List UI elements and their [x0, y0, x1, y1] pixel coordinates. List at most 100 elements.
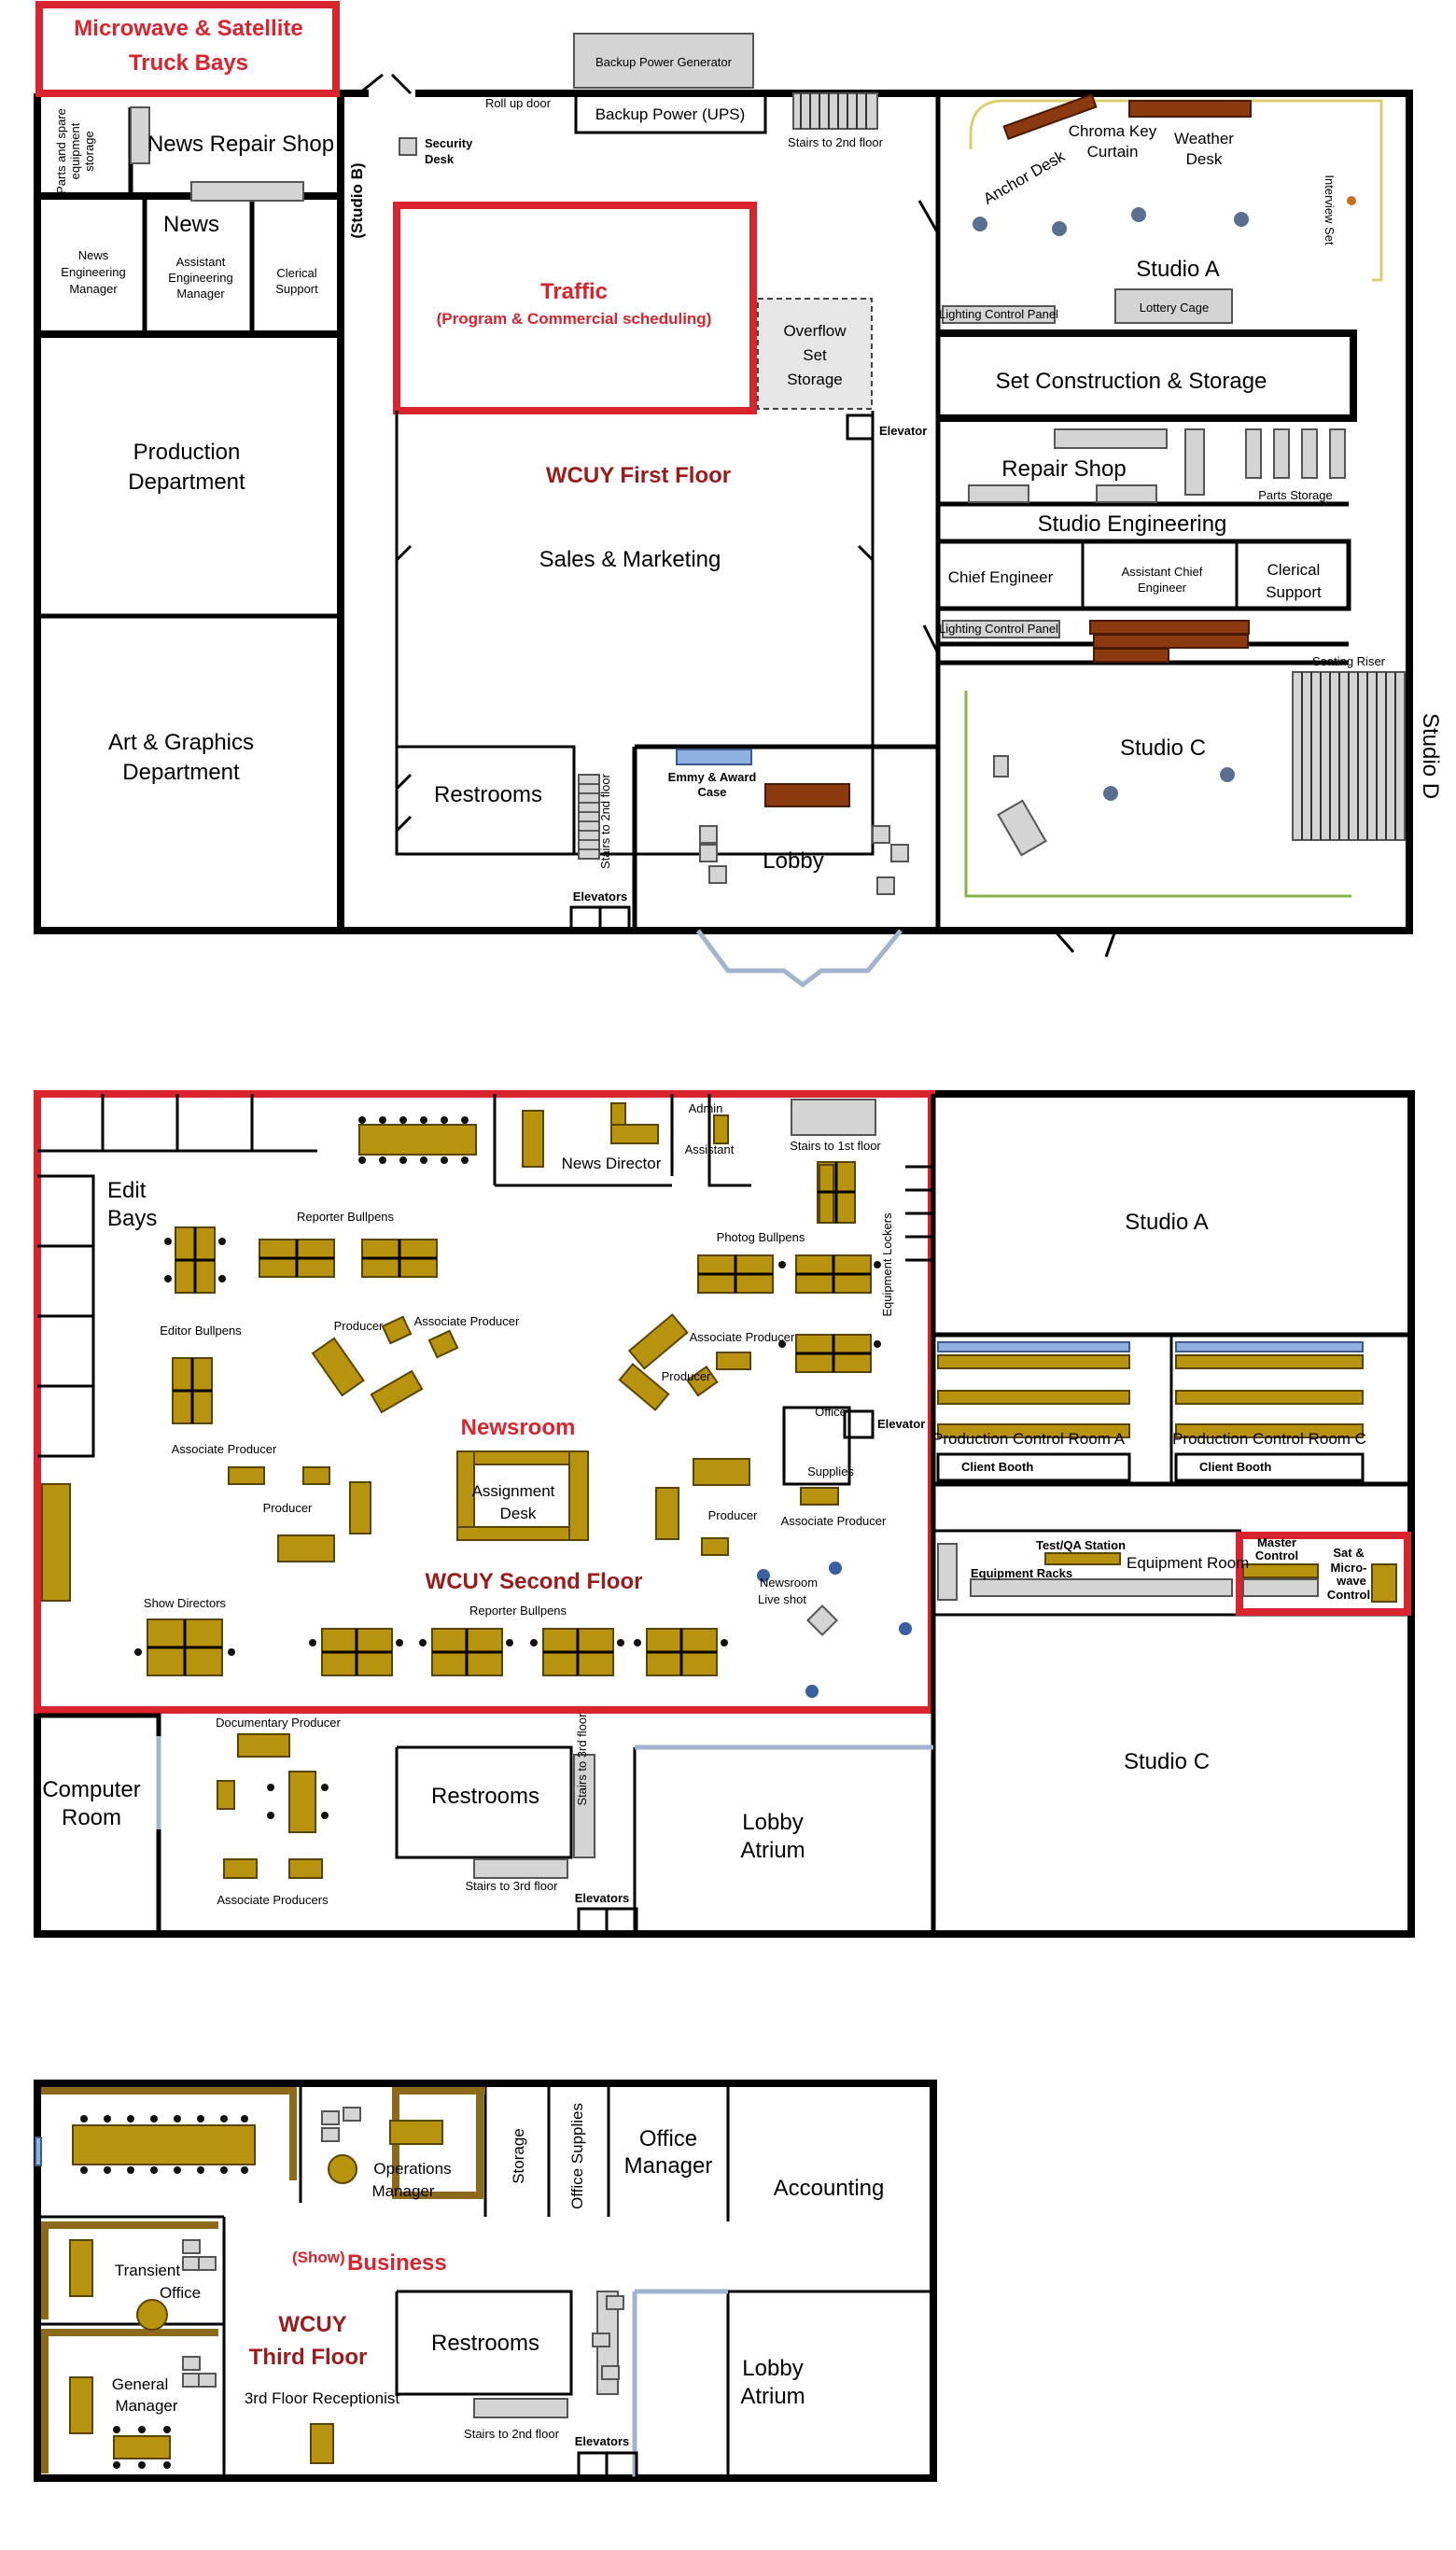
truck-bays-label-1: Microwave & Satellite: [74, 16, 302, 41]
studio-c-label-1f: Studio C: [1120, 736, 1206, 761]
assoc-producer-label-2: Associate Producer: [690, 1330, 795, 1344]
art-graphics-label-2: Department: [122, 760, 240, 785]
office-supplies-label-2: Supplies: [807, 1464, 854, 1478]
restrooms-label-2f: Restrooms: [431, 1784, 539, 1809]
equipment-room-label: Equipment Room: [1127, 1554, 1249, 1572]
sat-micro-label-1: Sat &: [1333, 1546, 1364, 1560]
associate-producers-label: Associate Producers: [217, 1893, 329, 1907]
first-floor-title: WCUY First Floor: [546, 463, 731, 488]
edit-bays-label-1: Edit: [107, 1178, 147, 1203]
producer-label-4: Producer: [708, 1508, 758, 1522]
receptionist-label: 3rd Floor Receptionist: [245, 2389, 400, 2407]
production-dept-label-2: Department: [128, 469, 245, 495]
master-control-label-1: Master: [1257, 1535, 1296, 1549]
studio-b-label: (Studio B): [348, 162, 366, 238]
lighting-panel-label-c: Lighting Control Panel: [939, 622, 1058, 636]
storage-label: Storage: [510, 2128, 527, 2184]
art-graphics-label-1: Art & Graphics: [108, 730, 254, 755]
assoc-producer-label-1: Associate Producer: [414, 1314, 520, 1328]
weather-desk-label-1: Weather: [1174, 130, 1234, 147]
elevators-label-1f: Elevators: [573, 890, 628, 904]
asst-chief-engineer-label-2: Engineer: [1138, 581, 1187, 595]
clerical-support2-label-1: Clerical: [1267, 561, 1321, 579]
master-control-box: [1236, 1532, 1411, 1616]
backup-generator: [573, 33, 754, 89]
elevators-label-3f: Elevators: [575, 2434, 630, 2448]
operations-manager-label-2: Manager: [371, 2182, 434, 2200]
clerical-support2-label-2: Support: [1266, 583, 1322, 601]
documentary-producer-label: Documentary Producer: [216, 1716, 341, 1730]
second-floor-title: WCUY Second Floor: [426, 1569, 643, 1594]
producer-label-1: Producer: [334, 1319, 384, 1333]
news-eng-manager-label-3: Manager: [69, 282, 118, 296]
lobby-atrium-label-2f-1: Lobby: [742, 1810, 803, 1835]
equipment-lockers-label: Equipment Lockers: [880, 1212, 894, 1317]
studio-a-label-2f: Studio A: [1125, 1210, 1208, 1235]
live-shot-label-2: Live shot: [758, 1592, 806, 1606]
third-floor-title-2: Third Floor: [249, 2345, 368, 2370]
equipment-racks-label: Equipment Racks: [971, 1566, 1072, 1580]
studio-d-label: Studio D: [1418, 713, 1443, 799]
stairs-to-3rd-label: Stairs to 3rd floor: [466, 1879, 559, 1893]
parts-storage2-label: Parts Storage: [1258, 488, 1333, 502]
newsroom-box: [34, 1090, 935, 1714]
asst-eng-manager-label-2: Engineering: [168, 271, 232, 285]
anchor-desk-label: Anchor Desk: [980, 147, 1068, 207]
seating-riser-label: Seating Riser: [1312, 654, 1386, 668]
accounting-label: Accounting: [774, 2176, 885, 2201]
asst-eng-manager-label-3: Manager: [176, 287, 225, 301]
restrooms-label-3f: Restrooms: [431, 2331, 539, 2356]
set-construction-label: Set Construction & Storage: [996, 369, 1267, 394]
show-label: (Show): [292, 2249, 345, 2266]
third-floor-title-1: WCUY: [278, 2312, 346, 2337]
clerical-support-label-1: Clerical: [276, 266, 316, 280]
clerical-support-label-2: Support: [275, 282, 318, 296]
third-floor: (Show) Business WCUY Third Floor Operati…: [34, 2080, 937, 2482]
backup-ups-label: Backup Power (UPS): [595, 105, 746, 123]
asst-eng-manager-label-1: Assistant: [176, 255, 226, 269]
lighting-panel-label-a: Lighting Control Panel: [939, 307, 1058, 321]
elevator-label-2f: Elevator: [877, 1417, 925, 1431]
lobby-atrium-label-3f-1: Lobby: [742, 2356, 803, 2381]
backup-generator-label: Backup Power Generator: [595, 55, 733, 69]
producer-label-2: Producer: [662, 1369, 711, 1383]
assignment-desk-label-2: Desk: [500, 1505, 537, 1522]
parts-storage-label-2: equipment: [68, 122, 82, 179]
news-repair-shop-label: News Repair Shop: [147, 132, 334, 157]
studio-c-label-2f: Studio C: [1124, 1749, 1210, 1774]
sales-marketing-label: Sales & Marketing: [539, 547, 721, 572]
chroma-key-label-1: Chroma Key: [1069, 122, 1157, 140]
emmy-case-label-2: Case: [697, 785, 726, 799]
producer-label-3: Producer: [263, 1501, 313, 1515]
news-label: News: [163, 212, 219, 237]
elevator-label: Elevator: [879, 424, 927, 438]
edit-bays-label-2: Bays: [107, 1206, 157, 1231]
stairs-to-2nd-vertical: Stairs to 2nd floor: [598, 773, 612, 869]
assoc-producer-label-4: Associate Producer: [781, 1514, 887, 1528]
first-floor: Microwave & Satellite Truck Bays Backup …: [34, 1, 1443, 988]
traffic-box: [393, 202, 757, 414]
parts-storage-label-1: Parts and spare: [54, 108, 68, 194]
office-supplies-label-3f: Office Supplies: [568, 2103, 586, 2209]
transient-office-label-1: Transient: [115, 2262, 181, 2279]
test-qa-label: Test/QA Station: [1036, 1538, 1126, 1552]
admin-label: Admin: [689, 1101, 723, 1115]
assoc-producer-label-3: Associate Producer: [172, 1442, 277, 1456]
lobby-atrium-label-2f-2: Atrium: [740, 1838, 805, 1863]
master-control-label-2: Control: [1255, 1548, 1298, 1562]
parts-storage-label-3: storage: [82, 131, 96, 171]
stairs-to-1st-label: Stairs to 1st floor: [790, 1139, 881, 1153]
truck-bays-label-2: Truck Bays: [129, 50, 248, 76]
office-manager-label-2: Manager: [624, 2153, 713, 2179]
client-booth-label-c: Client Booth: [1199, 1460, 1271, 1474]
computer-room-label-1: Computer: [42, 1777, 140, 1802]
business-title: Business: [347, 2250, 447, 2276]
asst-chief-engineer-label-1: Assistant Chief: [1122, 565, 1203, 579]
general-manager-label-1: General: [112, 2375, 168, 2393]
transient-office-label-2: Office: [160, 2284, 201, 2302]
production-dept-label-1: Production: [133, 440, 241, 465]
chroma-key-label-2: Curtain: [1087, 143, 1139, 161]
operations-manager-label-1: Operations: [373, 2160, 451, 2178]
general-manager-label-2: Manager: [115, 2397, 177, 2415]
